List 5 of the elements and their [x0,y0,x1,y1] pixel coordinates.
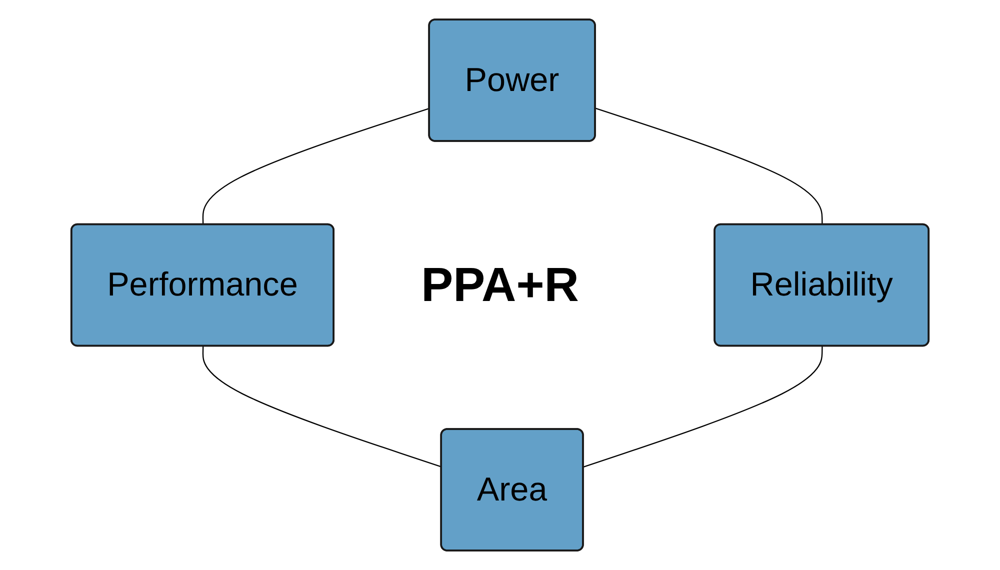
connector [595,108,823,225]
connector [583,346,823,468]
connector [202,108,430,225]
connector [202,346,442,468]
center-label: PPA+R [421,258,579,312]
